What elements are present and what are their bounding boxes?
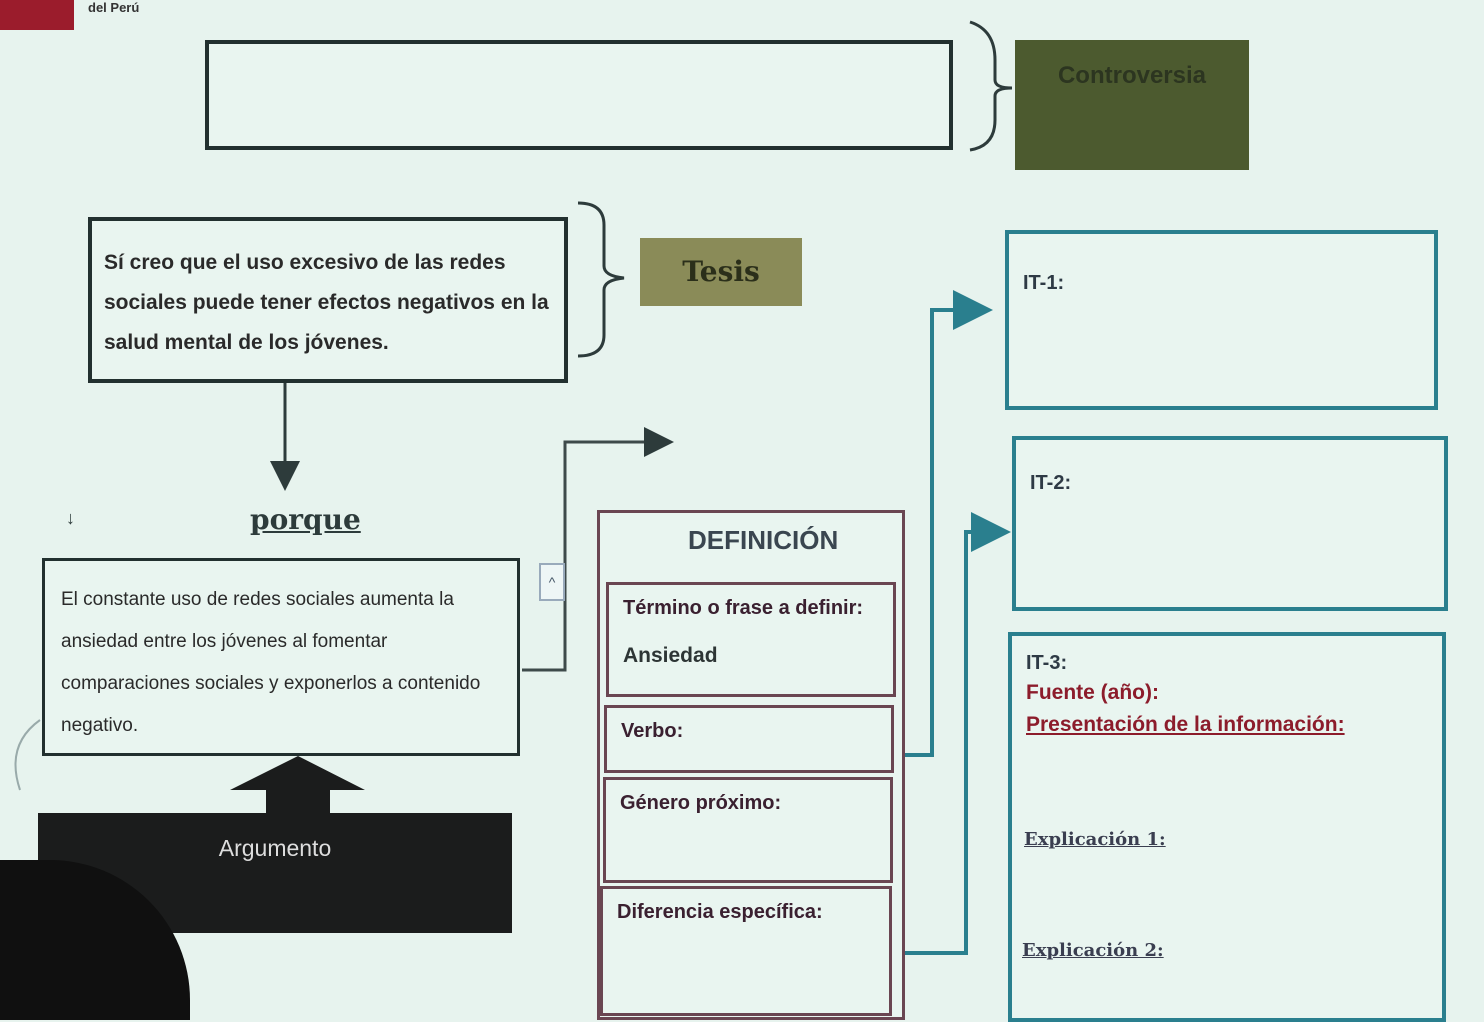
logo-text: del Perú: [88, 0, 140, 15]
controversy-input-box[interactable]: [205, 40, 953, 150]
verbo-label: Verbo:: [621, 720, 684, 742]
it3-box[interactable]: IT-3: Fuente (año): Presentación de la i…: [1008, 632, 1446, 1022]
genero-cell[interactable]: Género próximo:: [603, 777, 893, 883]
fuente-label: Fuente (año):: [1026, 681, 1159, 704]
porque-label: porque: [250, 503, 361, 536]
small-down-arrow-icon: ↓: [66, 508, 75, 528]
term-label: Término o frase a definir:: [623, 597, 864, 619]
logo-mark: [0, 0, 74, 30]
genero-label: Género próximo:: [620, 792, 782, 814]
it2-box[interactable]: IT-2:: [1012, 436, 1448, 611]
thesis-text: Sí creo que el uso excesivo de las redes…: [104, 251, 549, 354]
faint-curve: [14, 719, 41, 791]
def-to-it1-connector: [905, 290, 993, 757]
thesis-text-box[interactable]: Sí creo que el uso excesivo de las redes…: [88, 217, 568, 383]
term-cell[interactable]: Término o frase a definir: Ansiedad: [606, 582, 896, 697]
arg-to-def-connector: [522, 427, 674, 672]
definicion-title: DEFINICIÓN: [688, 525, 839, 555]
controversia-label: Controversia: [1057, 62, 1207, 89]
term-value: Ansiedad: [623, 644, 718, 667]
def-to-it2-connector: [848, 512, 1011, 955]
argument-text: El constante uso de redes sociales aumen…: [61, 589, 481, 736]
explicacion1-label: Explicación 1:: [1024, 829, 1166, 850]
diferencia-label: Diferencia específica:: [617, 901, 823, 923]
tesis-brace: [577, 201, 625, 358]
it1-box[interactable]: IT-1:: [1005, 230, 1438, 410]
it1-label: IT-1:: [1023, 272, 1065, 294]
tesis-label: Tesis: [682, 255, 760, 288]
presentacion-label: Presentación de la información:: [1026, 713, 1345, 736]
verbo-cell[interactable]: Verbo:: [604, 705, 894, 773]
it3-label: IT-3:: [1026, 652, 1068, 674]
argument-text-box[interactable]: El constante uso de redes sociales aumen…: [42, 558, 520, 756]
controversia-label-box: Controversia: [1015, 40, 1249, 170]
collapse-chevron-icon[interactable]: ^: [539, 563, 565, 601]
explicacion2-label: Explicación 2:: [1022, 940, 1164, 961]
it2-label: IT-2:: [1030, 472, 1072, 494]
tesis-label-box: Tesis: [640, 238, 802, 306]
argumento-label: Argumento: [218, 835, 332, 861]
controversia-brace: [969, 20, 1013, 152]
diferencia-cell[interactable]: Diferencia específica:: [600, 886, 892, 1016]
argumento-up-arrow: [230, 756, 365, 815]
